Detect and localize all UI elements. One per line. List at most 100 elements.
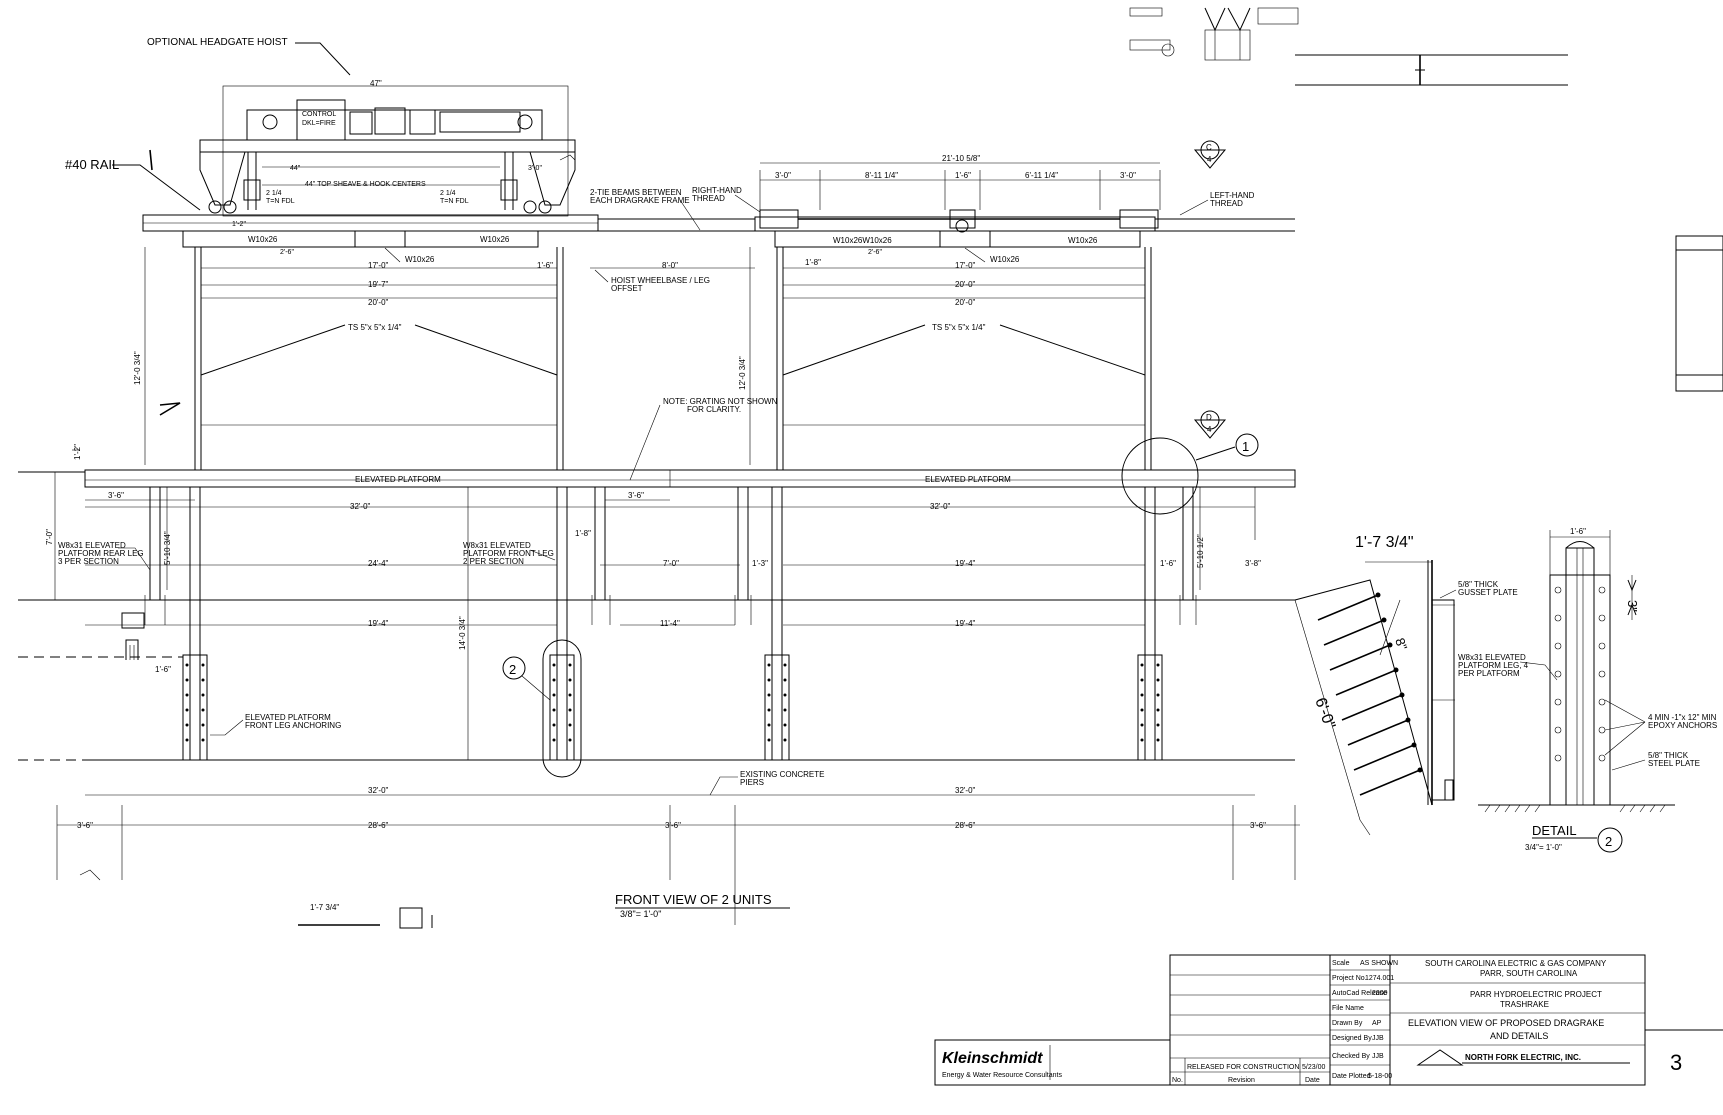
svg-text:T=N FDL: T=N FDL (266, 198, 295, 205)
svg-text:1: 1 (1242, 439, 1249, 454)
steel-plate-label: 5/8" THICK (1648, 751, 1689, 760)
svg-text:DKL=FIRE: DKL=FIRE (302, 120, 336, 127)
svg-text:3/8"= 1'-0": 3/8"= 1'-0" (620, 909, 661, 919)
svg-text:AND DETAILS: AND DETAILS (1490, 1031, 1548, 1041)
front-view-title: FRONT VIEW OF 2 UNITS 3/8"= 1'-0" (615, 892, 790, 919)
svg-text:5'-10 1/2": 5'-10 1/2" (1196, 534, 1205, 568)
svg-text:PLATFORM LEG, 4: PLATFORM LEG, 4 (1458, 661, 1529, 670)
svg-text:2'-6": 2'-6" (280, 249, 294, 256)
svg-text:5/23/00: 5/23/00 (1302, 1064, 1325, 1071)
svg-text:8'-0": 8'-0" (662, 261, 678, 270)
drawing-title: ELEVATION VIEW OF PROPOSED DRAGRAKE (1408, 1018, 1604, 1028)
svg-text:Date Plotted: Date Plotted (1332, 1073, 1371, 1080)
elevated-platform: ELEVATED PLATFORM ELEVATED PLATFORM 1'-2… (18, 444, 1296, 600)
svg-text:3'-6": 3'-6" (665, 821, 681, 830)
svg-text:RELEASED FOR CONSTRUCTION: RELEASED FOR CONSTRUCTION (1187, 1064, 1299, 1071)
beam-w10-c: W10x26 (405, 255, 435, 264)
svg-text:19'-7": 19'-7" (368, 280, 389, 289)
dragrake-top-assembly: 21'-10 5/8" 3'-0" 8'-11 1/4" 1'-6" 6'-11… (759, 154, 1161, 233)
svg-text:17'-0": 17'-0" (368, 261, 389, 270)
svg-text:32'-0": 32'-0" (368, 786, 389, 795)
detail-callout-1: 1 (1121, 433, 1259, 515)
anchoring-label: ELEVATED PLATFORM (245, 713, 331, 722)
front-view-label: FRONT VIEW OF 2 UNITS (615, 892, 772, 907)
svg-text:1274.001: 1274.001 (1365, 975, 1394, 982)
svg-text:AutoCad Release: AutoCad Release (1332, 990, 1387, 997)
ts-left-label: TS 5"x 5"x 1/4" (348, 323, 402, 332)
svg-text:1'-6": 1'-6" (1160, 559, 1176, 568)
svg-text:PARR HYDROELECTRIC PROJECT: PARR HYDROELECTRIC PROJECT (1470, 990, 1602, 999)
svg-text:File Name: File Name (1332, 1005, 1364, 1012)
svg-text:1'-6": 1'-6" (537, 261, 553, 270)
hoist-offset-label: HOIST WHEELBASE / LEG (611, 276, 710, 285)
svg-text:FRONT LEG ANCHORING: FRONT LEG ANCHORING (245, 721, 341, 730)
svg-text:PARR, SOUTH CAROLINA: PARR, SOUTH CAROLINA (1480, 969, 1578, 978)
svg-text:No.: No. (1172, 1077, 1183, 1084)
grating-note: NOTE: GRATING NOT SHOWN (663, 397, 778, 406)
svg-text:1'-6": 1'-6" (155, 665, 171, 674)
svg-text:12'-0 3/4": 12'-0 3/4" (738, 356, 747, 390)
svg-text:CONTROL: CONTROL (302, 111, 336, 118)
svg-text:Energy & Water Resource Consul: Energy & Water Resource Consultants (942, 1072, 1062, 1079)
svg-text:2: 2 (1605, 834, 1612, 849)
epoxy-anchors-label: 4 MIN -1"x 12" MIN (1648, 713, 1717, 722)
svg-text:8": 8" (1392, 636, 1410, 653)
svg-text:TRASHRAKE: TRASHRAKE (1500, 1000, 1549, 1009)
detail-title: DETAIL (1532, 823, 1577, 838)
svg-text:5-18-00: 5-18-00 (1368, 1073, 1392, 1080)
frame-dimensions: 17'-0" 19'-7" 20'-0" 1'-6" 8'-0" HOIST W… (133, 247, 1145, 465)
svg-text:1'-6": 1'-6" (955, 171, 971, 180)
beam-w10-e: W10x26 (990, 255, 1020, 264)
gusset-dim-width: 1'-7 3/4" (1355, 534, 1414, 551)
company-logo: Kleinschmidt (942, 1050, 1043, 1067)
svg-text:STEEL PLATE: STEEL PLATE (1648, 759, 1700, 768)
svg-text:Scale: Scale (1332, 960, 1350, 967)
svg-text:8'-11 1/4": 8'-11 1/4" (865, 171, 898, 180)
svg-text:PER PLATFORM: PER PLATFORM (1458, 669, 1520, 678)
svg-text:EPOXY ANCHORS: EPOXY ANCHORS (1648, 721, 1717, 730)
svg-text:32'-0": 32'-0" (350, 502, 371, 511)
svg-text:3'-6": 3'-6" (1250, 821, 1266, 830)
svg-text:3'-8": 3'-8" (1245, 559, 1261, 568)
svg-text:AP: AP (1372, 1020, 1382, 1027)
svg-text:28'-6": 28'-6" (368, 821, 389, 830)
leg-detail-label: W8x31 ELEVATED (1458, 653, 1526, 662)
svg-text:3/4"= 1'-0": 3/4"= 1'-0" (1525, 843, 1562, 852)
ts-right-label: TS 5"x 5"x 1/4" (932, 323, 986, 332)
svg-text:3'-6": 3'-6" (77, 821, 93, 830)
svg-text:3'-0": 3'-0" (1120, 171, 1136, 180)
svg-text:PLATFORM REAR LEG: PLATFORM REAR LEG (58, 549, 144, 558)
svg-text:32'-0": 32'-0" (955, 786, 976, 795)
svg-text:3'-6": 3'-6" (628, 491, 644, 500)
sheet-number: 3 (1670, 1050, 1682, 1075)
existing-piers-label: EXISTING CONCRETE (740, 770, 824, 779)
gusset-detail: 1'-7 3/4" 8" 6'-0" 5/8" THICK GUSSET PL (1294, 534, 1518, 836)
front-leg-label: W8x31 ELEVATED (463, 541, 531, 550)
svg-text:19'-4": 19'-4" (955, 619, 976, 628)
rear-leg-label: W8x31 ELEVATED (58, 541, 126, 550)
headgate-hoist: OPTIONAL HEADGATE HOIST 47" CONTROL DKL=… (147, 37, 576, 217)
beam-w10-f: W10x26 (1068, 236, 1098, 245)
svg-text:2 1/4: 2 1/4 (266, 190, 282, 197)
svg-text:4: 4 (1207, 155, 1212, 164)
svg-text:1'-2": 1'-2" (73, 444, 82, 460)
svg-text:5'-10 3/4": 5'-10 3/4" (163, 531, 172, 565)
svg-text:19'-4": 19'-4" (368, 619, 389, 628)
control-panel (296, 99, 346, 141)
top-rail-beams: W10x26 W10x26 W10x26 W10x26W10x26 W10x26… (142, 214, 1295, 264)
svg-text:THREAD: THREAD (1210, 199, 1243, 208)
svg-text:Drawn By: Drawn By (1332, 1020, 1363, 1027)
svg-text:Designed By: Designed By (1332, 1035, 1372, 1042)
gusset-plate-label: 5/8" THICK (1458, 580, 1499, 589)
dim-21-10: 21'-10 5/8" (942, 154, 980, 163)
leg-detail-2: 1'-6" 3" W8x31 ELEVATED PLATFORM LEG, 4 … (1458, 527, 1717, 853)
beam-w10-d: W10x26W10x26 (833, 236, 892, 245)
dim-sheave-centers: 44" TOP SHEAVE & HOOK CENTERS (305, 181, 426, 188)
svg-text:1'-3": 1'-3" (752, 559, 768, 568)
svg-text:14'-0 3/4": 14'-0 3/4" (458, 616, 467, 650)
svg-text:1'-7 3/4": 1'-7 3/4" (310, 903, 339, 912)
svg-text:PIERS: PIERS (740, 778, 764, 787)
dim-47: 47" (370, 79, 382, 88)
section-marker-d: D 4 (1193, 410, 1227, 439)
